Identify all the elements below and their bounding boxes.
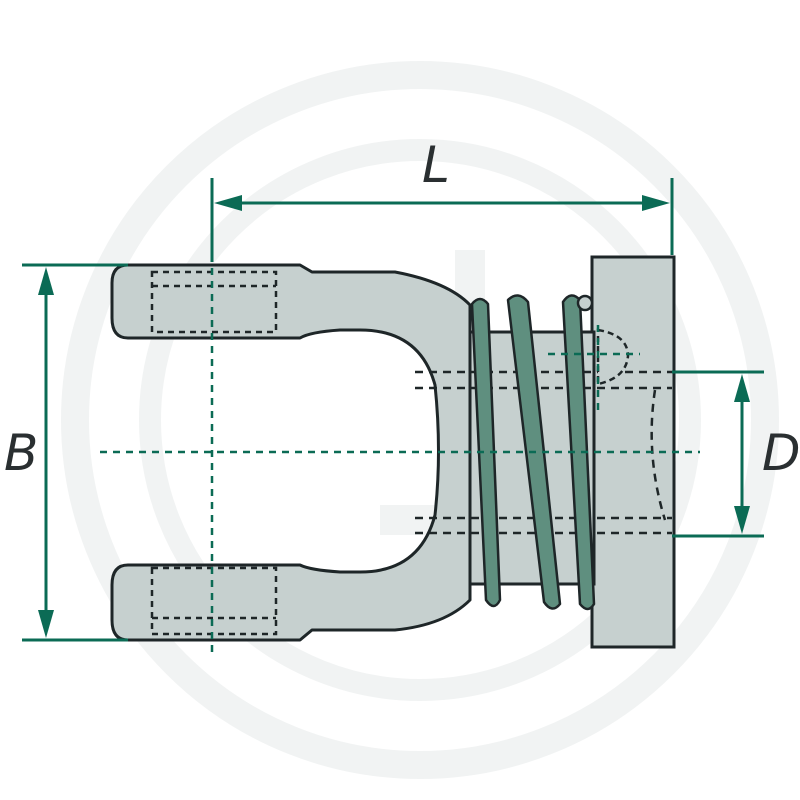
dimension-lines (22, 178, 764, 642)
dimension-label-diameter: D (762, 424, 800, 482)
yoke-fork (110, 263, 472, 642)
dimension-label-length: L (422, 136, 450, 194)
hidden-holes (150, 270, 278, 636)
dimension-label-width: B (4, 424, 38, 482)
center-lines (100, 255, 700, 658)
locking-pin (576, 294, 630, 386)
